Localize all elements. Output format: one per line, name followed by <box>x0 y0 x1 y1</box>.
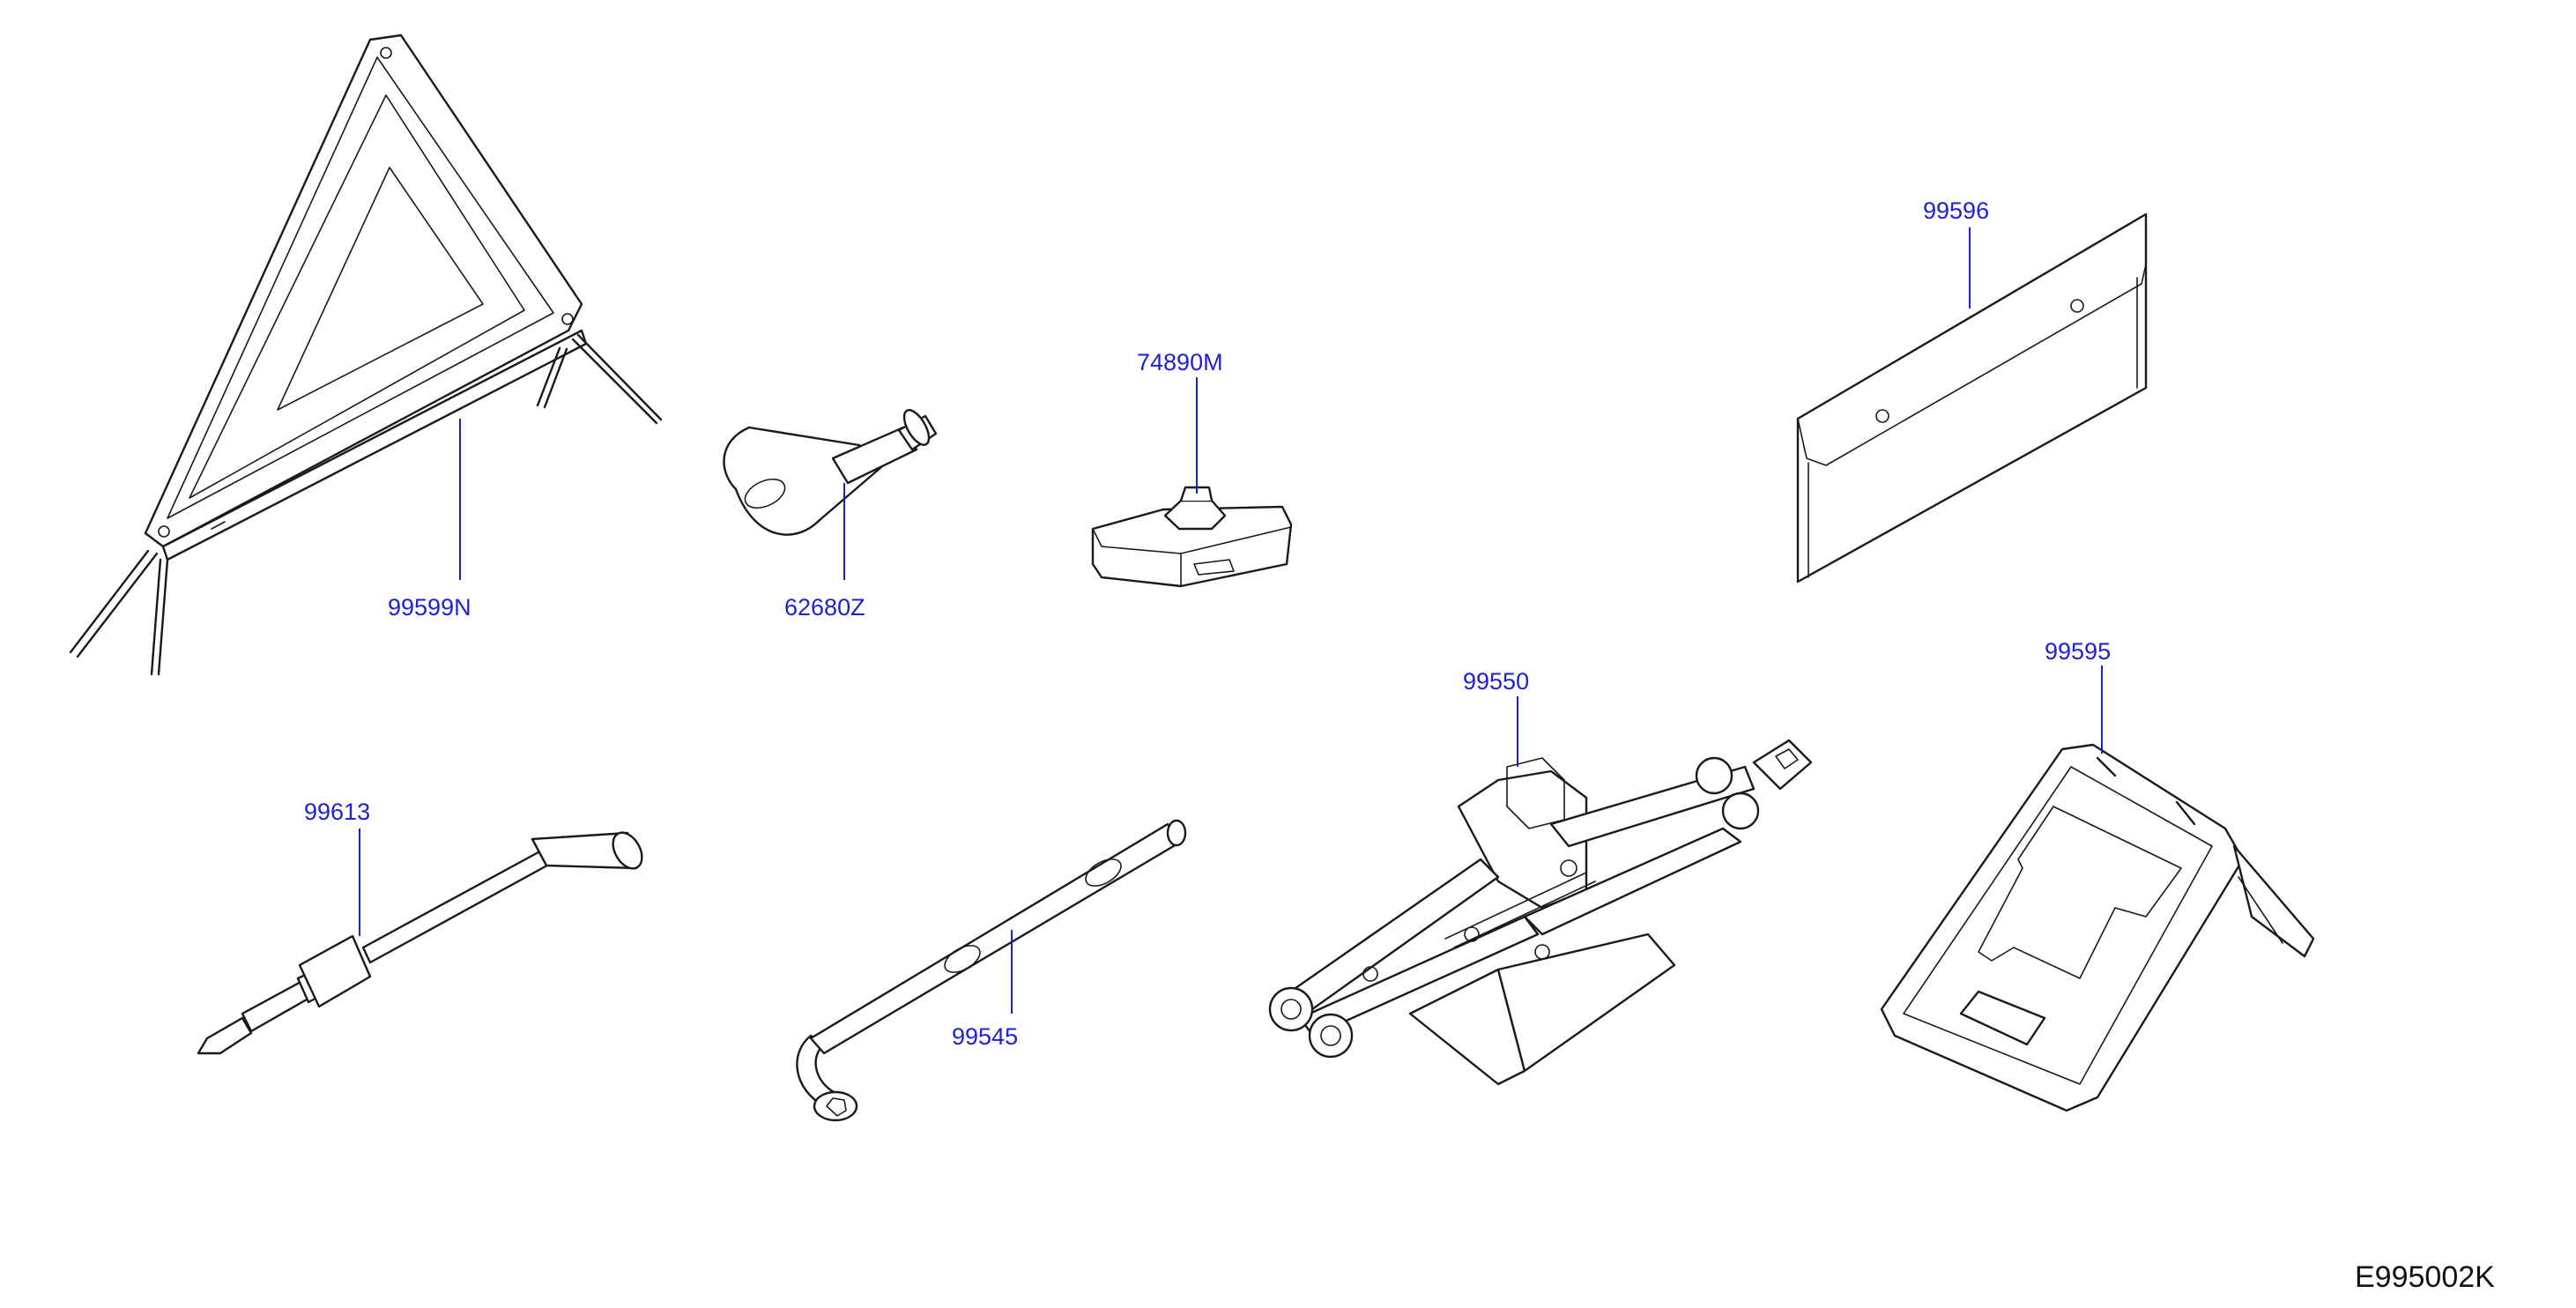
wheel-nut-wrench-illustration[interactable] <box>796 819 1187 1122</box>
part-label-99599N[interactable]: 99599N <box>388 594 471 621</box>
tow-hook-illustration[interactable] <box>723 406 938 536</box>
tool-bag-illustration[interactable] <box>1796 212 2148 583</box>
jack-adapter-illustration[interactable] <box>1091 486 1293 588</box>
part-label-99596[interactable]: 99596 <box>1923 197 1989 224</box>
wheel-chock-illustration[interactable] <box>1880 743 2315 1112</box>
part-label-99550[interactable]: 99550 <box>1463 668 1529 695</box>
warning-triangle-illustration[interactable] <box>69 33 663 676</box>
part-label-74890M[interactable]: 74890M <box>1137 349 1223 375</box>
jack-illustration[interactable] <box>1268 739 1813 1086</box>
part-label-99595[interactable]: 99595 <box>2045 638 2111 665</box>
part-label-99545[interactable]: 99545 <box>952 1023 1018 1050</box>
screwdriver-handle-illustration[interactable] <box>197 828 648 1055</box>
part-label-99613[interactable]: 99613 <box>304 799 370 825</box>
part-label-62680Z[interactable]: 62680Z <box>784 594 865 621</box>
diagram-code: E995002K <box>2355 1260 2495 1294</box>
